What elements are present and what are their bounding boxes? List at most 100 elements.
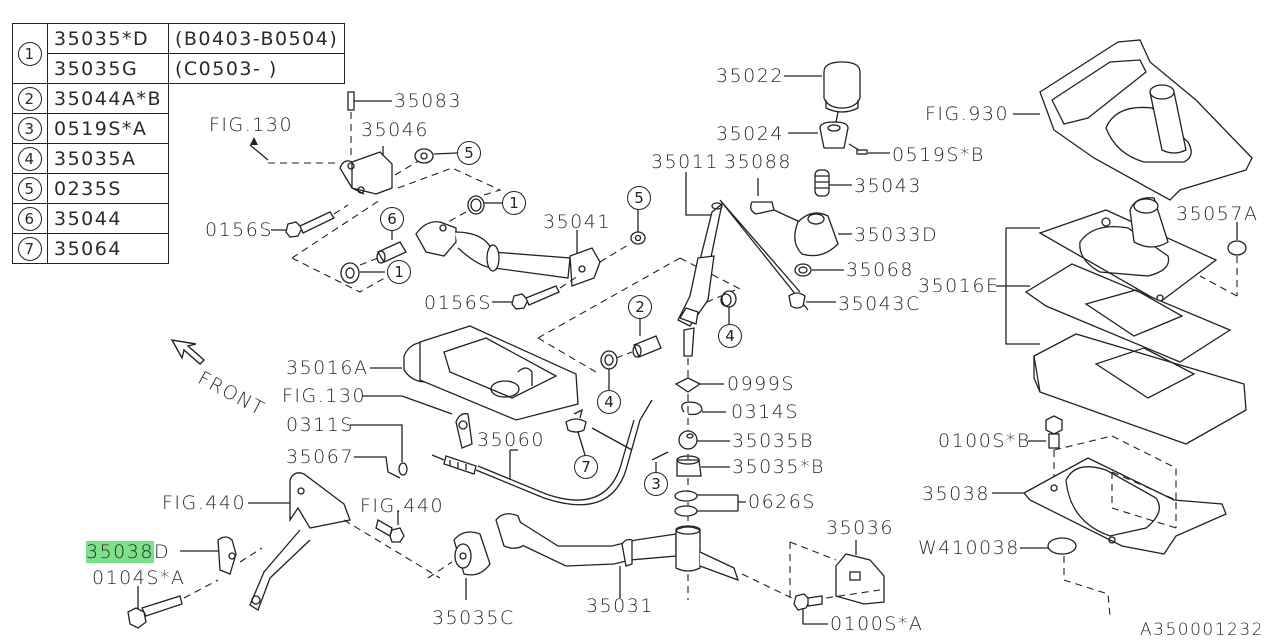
part-label-35022[interactable]: 35022 [716,65,784,87]
part-label-0311s[interactable]: 0311S [286,414,354,436]
diagram-id: A350001232 [1140,620,1264,640]
nut-35035sb [676,455,730,477]
callout-1[interactable]: 1 [502,191,526,215]
legend-key-7: 7 [12,233,48,264]
callout-3[interactable]: 3 [644,472,668,496]
part-label-0156s[interactable]: 0156S [205,219,273,241]
legend-part[interactable]: 35064 [47,233,169,264]
part-label-35060[interactable]: 35060 [477,429,545,451]
part-label-0100s-b[interactable]: 0100S*B [938,430,1031,452]
fig130-arrow-top [249,137,340,164]
bushing-35068 [794,263,844,277]
washers-0626s [674,490,746,517]
rod-35041 [415,221,629,287]
part-label-35043c[interactable]: 35043C [838,293,921,315]
bushing-2 [615,318,662,359]
part-label-0100s-a[interactable]: 0100S*A [830,613,924,635]
fig-ref-130-mid[interactable]: FIG.130 [282,385,367,407]
cover-plate-35016a [370,325,579,421]
plug-w410038 [1020,537,1111,617]
part-label-35016a[interactable]: 35016A [286,357,369,379]
part-label-35038[interactable]: 35038 [922,483,990,505]
front-arrow-icon [168,336,208,376]
legend-part[interactable]: 0519S*A [47,113,169,144]
part-label-35024[interactable]: 35024 [716,123,784,145]
fig-ref-440-right[interactable]: FIG.440 [360,495,445,517]
part-label-0104s-a[interactable]: 0104S*A [92,567,186,589]
part-label-w410038[interactable]: W410038 [918,537,1020,559]
legend-part[interactable]: 35035*D [47,23,169,54]
legend-key-6: 6 [12,203,48,234]
legend-part[interactable]: 35044 [47,203,169,234]
legend-part[interactable]: 35035G [47,53,169,84]
bolt-0156s-b [492,275,579,310]
bushing-1-upper [447,195,503,223]
part-label-35038d[interactable]: 35038D [86,541,171,563]
part-label-35035b[interactable]: 35035B [732,430,814,452]
spring-35043 [814,169,852,197]
part-label-35057a[interactable]: 35057A [1176,203,1259,225]
callout-5[interactable]: 5 [457,141,481,165]
bracket-fig440 [248,472,441,611]
part-label-35011[interactable]: 35011 [651,151,719,173]
part-label-35083[interactable]: 35083 [394,90,462,112]
legend-row-2: 2 35044A*B [12,83,345,114]
clip-35057a [1199,222,1247,297]
lever-35031 [495,513,797,601]
legend-part[interactable]: 35035A [47,143,169,174]
washer-1-lower [340,257,385,284]
bracket-35046 [339,146,393,195]
nut-0235s-b [630,210,646,245]
part-label-35036[interactable]: 35036 [826,517,894,539]
callout-2[interactable]: 2 [628,295,652,319]
part-label-35067[interactable]: 35067 [286,446,354,468]
callout-5[interactable]: 5 [627,186,651,210]
part-label-35043[interactable]: 35043 [854,175,922,197]
part-label-35035c[interactable]: 35035C [432,607,515,629]
clip-7 [565,408,633,456]
plate-35038d [180,536,263,575]
bushing-4-left [600,350,618,390]
legend-row-3: 3 0519S*A [12,113,345,144]
cable-35060 [431,399,653,506]
part-label-35016e[interactable]: 35016E [918,275,1000,297]
part-label-0999s[interactable]: 0999S [727,373,795,395]
callout-6[interactable]: 6 [380,207,404,231]
part-label-0314s[interactable]: 0314S [731,401,799,423]
callout-7[interactable]: 7 [574,455,598,479]
bolt-fig440 [375,510,405,543]
dashed-frame-upper-left [291,167,502,293]
fig-ref-440-left[interactable]: FIG.440 [162,492,247,514]
bolt-0100sa [793,593,828,625]
part-label-35088[interactable]: 35088 [724,151,792,173]
part-label-35046[interactable]: 35046 [361,119,429,141]
part-label-35031[interactable]: 35031 [586,595,654,617]
legend-row-6: 6 35044 [12,203,345,234]
callout-4[interactable]: 4 [718,324,742,348]
part-label-0519s-b[interactable]: 0519S*B [892,144,985,166]
highlighted-part-number: 35038 [86,541,154,563]
part-label-35033d[interactable]: 35033D [854,224,939,246]
part-label-35068[interactable]: 35068 [846,259,914,281]
legend-key-3: 3 [12,113,48,144]
part-label-35035-b[interactable]: 35035*B [732,456,825,478]
fig-ref-930[interactable]: FIG.930 [925,103,1010,125]
retainer-35024 [788,121,890,155]
callout-4[interactable]: 4 [597,390,621,414]
legend-row-1b: 35035G (C0503- ) [13,53,346,84]
legend-row-5: 5 0235S [12,173,345,204]
bolt-0104sa [127,579,219,629]
part-label-0626s[interactable]: 0626S [748,491,816,513]
boot-35016e [996,197,1247,445]
legend-part[interactable]: 0235S [47,173,169,204]
legend-range: (C0503- ) [167,53,346,84]
callout-1[interactable]: 1 [387,260,411,284]
part-label-35041[interactable]: 35041 [543,211,611,233]
fig-ref-130-top[interactable]: FIG.130 [209,114,294,136]
ball-35035b [678,430,730,450]
bolt-0156s-a [271,204,349,238]
part-label-0156s[interactable]: 0156S [424,292,492,314]
nut-0235s-a [394,148,458,176]
legend-part[interactable]: 35044A*B [47,83,169,114]
parts-legend-table: 1 35035*D (B0403-B0504) 35035G (C0503- )… [12,23,346,264]
